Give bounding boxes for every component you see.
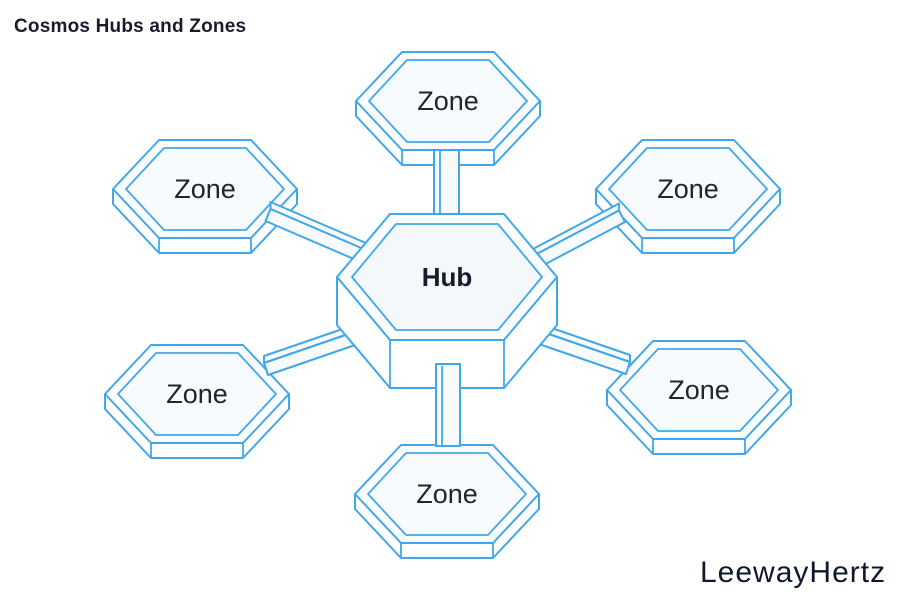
zone-node-lower-right: Zone [606, 340, 792, 455]
connector-hub-upper-right [531, 202, 626, 269]
hub-node: Hub [336, 213, 558, 389]
zone-node-upper-right: Zone [595, 139, 781, 254]
zone-label: Zone [174, 174, 236, 204]
connector-hub-top [433, 149, 460, 223]
zone-node-upper-left: Zone [112, 139, 298, 254]
watermark-text: LeewayHertz [700, 556, 887, 589]
zone-label: Zone [668, 375, 730, 405]
zone-label: Zone [416, 479, 478, 509]
page-title: Cosmos Hubs and Zones [14, 16, 247, 37]
zone-label: Zone [417, 86, 479, 116]
hub-hexagon [336, 213, 558, 389]
zone-node-top: Zone [355, 51, 541, 166]
zone-node-bottom: Zone [354, 444, 540, 559]
zone-label: Zone [657, 174, 719, 204]
connector-hub-bottom [435, 363, 461, 447]
zone-label: Zone [166, 379, 228, 409]
zone-node-lower-left: Zone [104, 344, 290, 459]
hub-label: Hub [422, 262, 473, 292]
